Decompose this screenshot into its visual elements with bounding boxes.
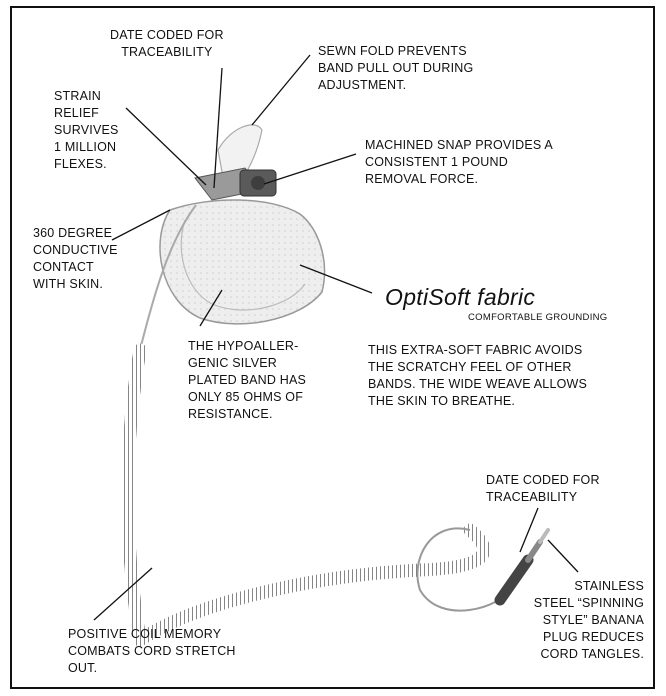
label-date-coded-top: DATE CODED FOR TRACEABILITY	[110, 27, 224, 61]
label-strain-relief: STRAIN RELIEF SURVIVES 1 MILLION FLEXES.	[54, 88, 119, 173]
label-date-coded-bottom: DATE CODED FOR TRACEABILITY	[486, 472, 600, 506]
label-sewn-fold: SEWN FOLD PREVENTS BAND PULL OUT DURING …	[318, 43, 473, 94]
brand-tagline: COMFORTABLE GROUNDING	[468, 312, 608, 323]
label-fabric-description: THIS EXTRA-SOFT FABRIC AVOIDS THE SCRATC…	[368, 342, 587, 410]
label-coil-memory: POSITIVE COIL MEMORY COMBATS CORD STRETC…	[68, 626, 236, 677]
label-banana-plug: STAINLESS STEEL “SPINNING STYLE” BANANA …	[534, 578, 644, 663]
brand-name: OptiSoft fabric	[385, 284, 535, 311]
label-silver-band: THE HYPOALLER- GENIC SILVER PLATED BAND …	[188, 338, 306, 423]
label-conductive-contact: 360 DEGREE CONDUCTIVE CONTACT WITH SKIN.	[33, 225, 118, 293]
label-machined-snap: MACHINED SNAP PROVIDES A CONSISTENT 1 PO…	[365, 137, 553, 188]
